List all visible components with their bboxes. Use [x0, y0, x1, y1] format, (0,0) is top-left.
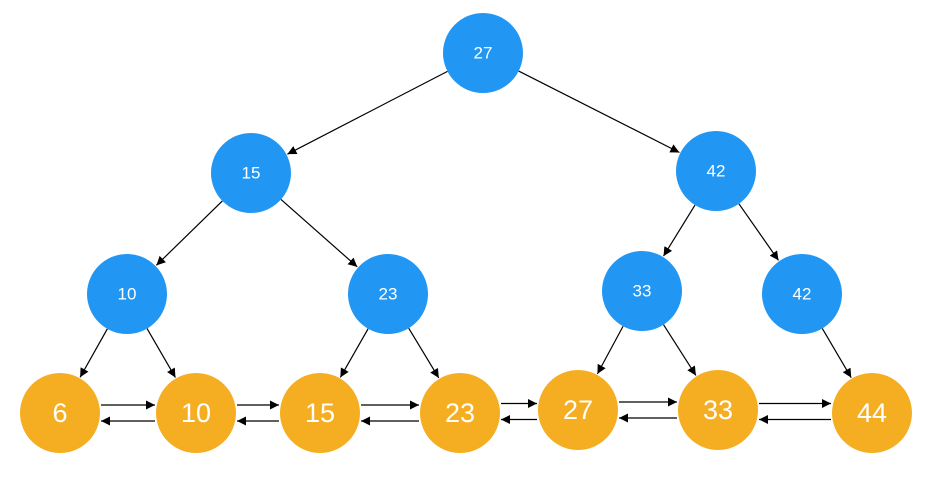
- internal-circle: [211, 133, 291, 213]
- leaf-circle: [538, 370, 618, 450]
- leaf-label: 23: [445, 398, 475, 428]
- leaf-node-l33: 33: [678, 370, 758, 450]
- internal-node-n27: 27: [443, 13, 523, 93]
- edge-n42a-n33: [663, 204, 696, 257]
- internal-label: 42: [793, 285, 812, 304]
- edge-n10-l6: [79, 328, 108, 378]
- edge-n42b-l44: [821, 328, 852, 378]
- internal-circle: [602, 251, 682, 331]
- edge-n15-n10: [155, 200, 223, 266]
- internal-label: 15: [242, 164, 261, 183]
- edge-n10-l10: [146, 328, 176, 378]
- edge-n27-n15: [287, 70, 448, 155]
- edge-n23-l23: [408, 327, 440, 379]
- leaf-circle: [678, 370, 758, 450]
- leaf-node-l23: 23: [420, 373, 500, 453]
- internal-node-n23: 23: [348, 254, 428, 334]
- leaf-node-l15: 15: [280, 373, 360, 453]
- internal-circle: [676, 131, 756, 211]
- internal-label: 10: [118, 285, 137, 304]
- nodes: 27 15 42 10 23 33 42 6 10 15 23 27 33 44: [20, 13, 912, 453]
- leaf-label: 44: [857, 398, 887, 428]
- internal-node-n10: 10: [87, 254, 167, 334]
- leaf-circle: [832, 373, 912, 453]
- internal-label: 33: [633, 282, 652, 301]
- leaf-label: 15: [305, 398, 335, 428]
- internal-node-n33: 33: [602, 251, 682, 331]
- leaf-node-l6: 6: [20, 373, 100, 453]
- leaf-circle: [420, 373, 500, 453]
- leaf-label: 27: [563, 395, 593, 425]
- internal-label: 23: [379, 285, 398, 304]
- internal-circle: [762, 254, 842, 334]
- internal-node-n15: 15: [211, 133, 291, 213]
- edges: [79, 70, 852, 426]
- leaf-label: 33: [703, 395, 733, 425]
- edge-n42a-n42b: [738, 203, 779, 261]
- internal-circle: [348, 254, 428, 334]
- internal-label: 27: [474, 44, 493, 63]
- leaf-circle: [20, 373, 100, 453]
- leaf-label: 6: [52, 398, 67, 428]
- internal-node-n42b: 42: [762, 254, 842, 334]
- edge-n23-l15: [339, 328, 369, 378]
- leaf-node-l27: 27: [538, 370, 618, 450]
- edge-n27-n42a: [518, 70, 680, 154]
- edge-n15-n23: [280, 199, 358, 268]
- leaf-circle: [156, 373, 236, 453]
- internal-label: 42: [707, 162, 726, 181]
- leaf-node-l10: 10: [156, 373, 236, 453]
- internal-circle: [443, 13, 523, 93]
- leaf-label: 10: [181, 398, 211, 428]
- edge-n33-l33: [663, 324, 697, 376]
- leaf-circle: [280, 373, 360, 453]
- internal-circle: [87, 254, 167, 334]
- edge-n33-l27: [596, 325, 624, 375]
- internal-node-n42a: 42: [676, 131, 756, 211]
- leaf-node-l44: 44: [832, 373, 912, 453]
